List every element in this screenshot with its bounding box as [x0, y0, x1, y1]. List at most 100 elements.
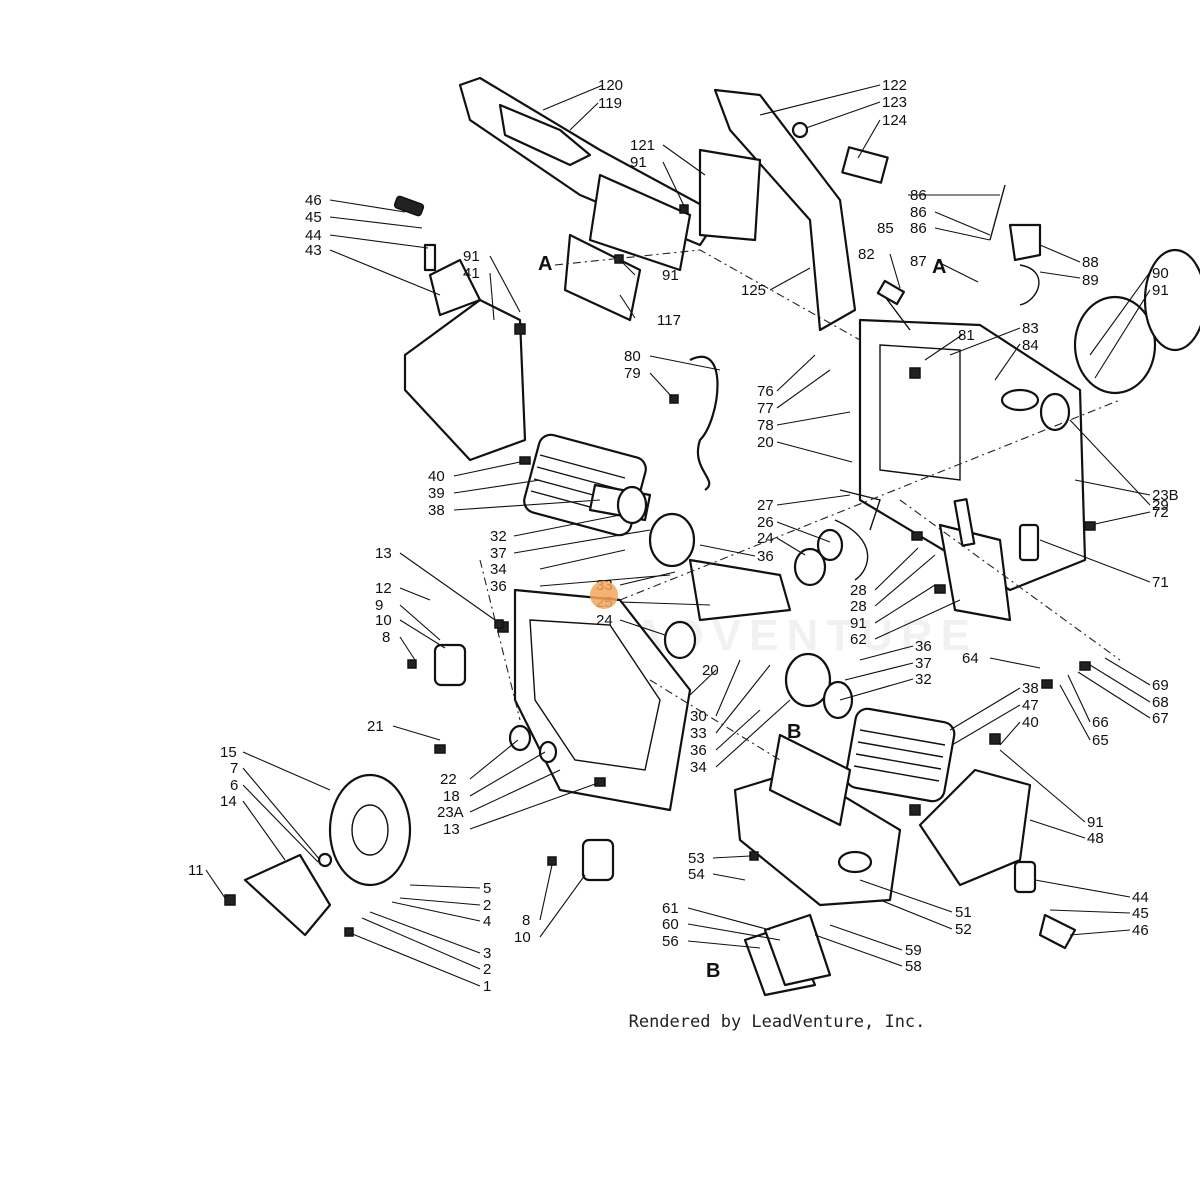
- callout-69[interactable]: 69: [1152, 677, 1169, 694]
- callout-47[interactable]: 47: [1022, 697, 1039, 714]
- callout-22[interactable]: 22: [440, 771, 457, 788]
- highlight-hotspot-25[interactable]: [590, 581, 618, 609]
- callout-20[interactable]: 20: [757, 434, 774, 451]
- callout-78[interactable]: 78: [757, 417, 774, 434]
- callout-48[interactable]: 48: [1087, 830, 1104, 847]
- callout-4[interactable]: 4: [483, 913, 491, 930]
- callout-33[interactable]: 33: [690, 725, 707, 742]
- callout-29[interactable]: 29: [1152, 497, 1169, 514]
- callout-21[interactable]: 21: [367, 718, 384, 735]
- callout-72[interactable]: 72: [1152, 504, 1169, 521]
- callout-1[interactable]: 1: [483, 978, 491, 995]
- callout-46[interactable]: 46: [1132, 922, 1149, 939]
- callout-3[interactable]: 3: [483, 945, 491, 962]
- callout-54[interactable]: 54: [688, 866, 705, 883]
- callout-30[interactable]: 30: [690, 708, 707, 725]
- callout-10[interactable]: 10: [514, 929, 531, 946]
- callout-20[interactable]: 20: [702, 662, 719, 679]
- callout-11[interactable]: 11: [188, 862, 204, 879]
- callout-5[interactable]: 5: [483, 880, 491, 897]
- callout-28[interactable]: 28: [850, 598, 867, 615]
- callout-53[interactable]: 53: [688, 850, 705, 867]
- callout-60[interactable]: 60: [662, 916, 679, 933]
- callout-37[interactable]: 37: [490, 545, 507, 562]
- callout-8[interactable]: 8: [522, 912, 530, 929]
- callout-43[interactable]: 43: [305, 242, 322, 259]
- callout-125[interactable]: 125: [741, 282, 766, 299]
- callout-64[interactable]: 64: [962, 650, 979, 667]
- callout-65[interactable]: 65: [1092, 732, 1109, 749]
- callout-18[interactable]: 18: [443, 788, 460, 805]
- callout-45[interactable]: 45: [305, 209, 322, 226]
- callout-52[interactable]: 52: [955, 921, 972, 938]
- callout-46[interactable]: 46: [305, 192, 322, 209]
- callout-86[interactable]: 86: [910, 220, 927, 237]
- callout-91[interactable]: 91: [850, 615, 867, 632]
- callout-36[interactable]: 36: [490, 578, 507, 595]
- callout-71[interactable]: 71: [1152, 574, 1169, 591]
- callout-6[interactable]: 6: [230, 777, 238, 794]
- callout-91[interactable]: 91: [463, 248, 480, 265]
- callout-122[interactable]: 122: [882, 77, 907, 94]
- callout-39[interactable]: 39: [428, 485, 445, 502]
- callout-89[interactable]: 89: [1082, 272, 1099, 289]
- callout-68[interactable]: 68: [1152, 694, 1169, 711]
- callout-13[interactable]: 13: [443, 821, 460, 838]
- callout-2[interactable]: 2: [483, 897, 491, 914]
- callout-121[interactable]: 121: [630, 137, 655, 154]
- callout-91[interactable]: 91: [1087, 814, 1104, 831]
- callout-83[interactable]: 83: [1022, 320, 1039, 337]
- callout-36[interactable]: 36: [757, 548, 774, 565]
- callout-66[interactable]: 66: [1092, 714, 1109, 731]
- callout-80[interactable]: 80: [624, 348, 641, 365]
- callout-56[interactable]: 56: [662, 933, 679, 950]
- callout-34[interactable]: 34: [490, 561, 507, 578]
- callout-38[interactable]: 38: [428, 502, 445, 519]
- callout-82[interactable]: 82: [858, 246, 875, 263]
- callout-88[interactable]: 88: [1082, 254, 1099, 271]
- callout-36[interactable]: 36: [915, 638, 932, 655]
- callout-44[interactable]: 44: [305, 227, 322, 244]
- callout-27[interactable]: 27: [757, 497, 774, 514]
- callout-44[interactable]: 44: [1132, 889, 1149, 906]
- callout-38[interactable]: 38: [1022, 680, 1039, 697]
- callout-8[interactable]: 8: [382, 629, 390, 646]
- callout-117[interactable]: 117: [657, 312, 681, 329]
- callout-119[interactable]: 119: [598, 95, 622, 112]
- callout-7[interactable]: 7: [230, 760, 238, 777]
- callout-32[interactable]: 32: [915, 671, 932, 688]
- callout-45[interactable]: 45: [1132, 905, 1149, 922]
- callout-91[interactable]: 91: [630, 154, 647, 171]
- callout-79[interactable]: 79: [624, 365, 641, 382]
- callout-14[interactable]: 14: [220, 793, 237, 810]
- callout-26[interactable]: 26: [757, 514, 774, 531]
- callout-77[interactable]: 77: [757, 400, 774, 417]
- callout-91[interactable]: 91: [662, 267, 679, 284]
- callout-23A[interactable]: 23A: [437, 804, 464, 821]
- callout-91[interactable]: 91: [1152, 282, 1169, 299]
- callout-10[interactable]: 10: [375, 612, 392, 629]
- callout-51[interactable]: 51: [955, 904, 972, 921]
- callout-24[interactable]: 24: [757, 530, 774, 547]
- callout-90[interactable]: 90: [1152, 265, 1169, 282]
- callout-24[interactable]: 24: [596, 612, 613, 629]
- callout-87[interactable]: 87: [910, 253, 927, 270]
- callout-123[interactable]: 123: [882, 94, 907, 111]
- callout-23B[interactable]: 23B: [1152, 487, 1179, 504]
- callout-86[interactable]: 86: [910, 187, 927, 204]
- callout-62[interactable]: 62: [850, 631, 867, 648]
- callout-40[interactable]: 40: [1022, 714, 1039, 731]
- callout-32[interactable]: 32: [490, 528, 507, 545]
- callout-86[interactable]: 86: [910, 204, 927, 221]
- callout-61[interactable]: 61: [662, 900, 679, 917]
- callout-41[interactable]: 41: [463, 265, 480, 282]
- callout-81[interactable]: 81: [958, 327, 975, 344]
- callout-67[interactable]: 67: [1152, 710, 1169, 727]
- callout-2[interactable]: 2: [483, 961, 491, 978]
- callout-15[interactable]: 15: [220, 744, 237, 761]
- callout-59[interactable]: 59: [905, 942, 922, 959]
- callout-84[interactable]: 84: [1022, 337, 1039, 354]
- callout-40[interactable]: 40: [428, 468, 445, 485]
- callout-34[interactable]: 34: [690, 759, 707, 776]
- callout-124[interactable]: 124: [882, 112, 907, 129]
